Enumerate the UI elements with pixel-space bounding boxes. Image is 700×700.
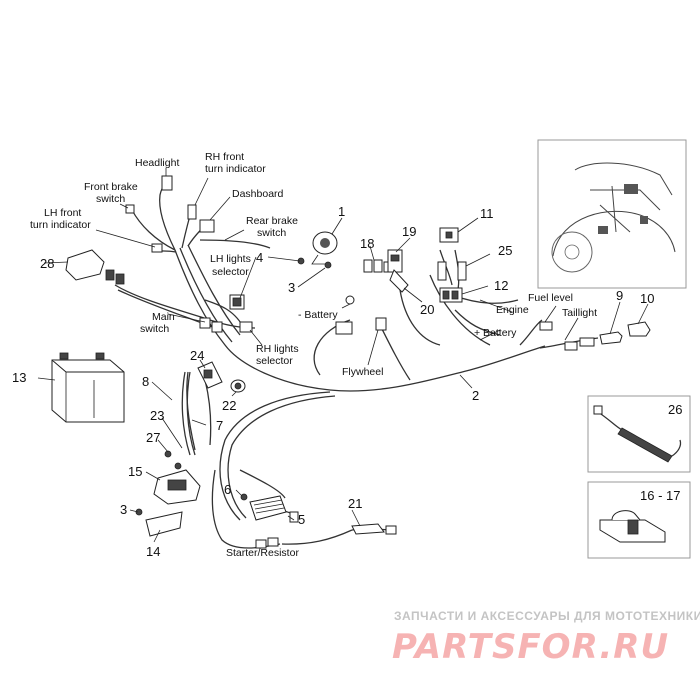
label-fuel-level: Fuel level	[528, 292, 573, 304]
part-number-22: 22	[222, 398, 236, 413]
part-number-18: 18	[360, 236, 374, 251]
label-rear-brake-2: switch	[257, 227, 286, 239]
part-number-23: 23	[150, 408, 164, 423]
hv-lead-part-8	[181, 371, 196, 456]
component-labels: Headlight RH front turn indicator Front …	[30, 151, 597, 559]
part-number-28: 28	[40, 256, 54, 271]
label-main-switch-2: switch	[140, 323, 169, 335]
label-rear-brake-1: Rear brake	[246, 215, 298, 227]
taillight-connector	[564, 337, 595, 351]
label-minus-battery: - Battery	[298, 309, 338, 321]
relay-part-12	[439, 287, 463, 303]
starter-resistor-connector	[255, 537, 279, 549]
label-front-brake-1: Front brake	[84, 181, 138, 193]
part-number-3-upper: 3	[288, 280, 295, 295]
part-26-inset	[587, 395, 691, 473]
part-number-4: 4	[256, 250, 263, 265]
part-number-25: 25	[498, 243, 512, 258]
part-number-13: 13	[12, 370, 26, 385]
part-number-10: 10	[640, 291, 654, 306]
regulator-part-5	[249, 495, 299, 523]
label-rh-front-turn-2: turn indicator	[205, 163, 266, 175]
flywheel-connector	[335, 317, 387, 335]
label-rh-lights-1: RH lights	[256, 343, 299, 355]
rh-lights-selector	[239, 321, 253, 333]
label-taillight: Taillight	[562, 307, 597, 319]
front-brake-connector	[125, 204, 135, 214]
label-starter-resistor: Starter/Resistor	[226, 547, 299, 559]
fuel-level-connector	[539, 321, 553, 331]
watermark: ЗАПЧАСТИ И АКСЕССУАРЫ ДЛЯ МОТОТЕХНИКИ PA…	[392, 609, 700, 667]
part-number-8: 8	[142, 374, 149, 389]
fuse-block-part-18	[363, 259, 391, 273]
label-headlight: Headlight	[135, 157, 179, 169]
part-16-17-inset	[587, 481, 691, 559]
part-number-27: 27	[146, 430, 160, 445]
label-main-switch-1: Main	[152, 311, 175, 323]
bracket-part-14	[145, 511, 183, 537]
motorcycle-inset	[537, 139, 687, 289]
part-number-12: 12	[494, 278, 508, 293]
part-number-5: 5	[298, 512, 305, 527]
label-plus-battery: + Battery	[474, 327, 517, 339]
label-rh-lights-2: selector	[256, 355, 293, 367]
part-number-26: 26	[668, 402, 682, 417]
label-lh-front-turn-1: LH front	[44, 207, 81, 219]
part-number-16-17: 16 - 17	[640, 488, 680, 503]
label-lh-lights-2: selector	[212, 266, 249, 278]
battery-neg-terminal	[345, 295, 355, 305]
label-rh-front-turn-1: RH front	[205, 151, 244, 163]
fuse-holders-part-25	[437, 261, 467, 281]
part-number-19: 19	[402, 224, 416, 239]
part-number-21: 21	[348, 496, 362, 511]
part-number-2: 2	[472, 388, 479, 403]
headlight-connector	[161, 175, 173, 191]
part-number-7: 7	[216, 418, 223, 433]
label-lh-front-turn-2: turn indicator	[30, 219, 91, 231]
part-number-3-lower: 3	[120, 502, 127, 517]
label-front-brake-2: switch	[96, 193, 125, 205]
part-number-20: 20	[420, 302, 434, 317]
regulator-part-11	[439, 227, 459, 243]
dashboard-connector	[199, 219, 215, 233]
part-number-1: 1	[338, 204, 345, 219]
main-switch-connectors	[199, 317, 223, 333]
label-flywheel: Flywheel	[342, 366, 383, 378]
spark-plug-cap-part-24	[197, 361, 223, 389]
part-numbers: 1 2 3 3 4 6 5 7 8 9 10 11 12 13 14 15 16…	[12, 204, 682, 559]
coil-part-15	[153, 469, 201, 505]
watermark-tagline: ЗАПЧАСТИ И АКСЕССУАРЫ ДЛЯ МОТОТЕХНИКИ	[394, 609, 700, 623]
battery-part-13	[51, 352, 125, 423]
rh-front-turn-connector	[187, 204, 197, 220]
part-number-14: 14	[146, 544, 160, 559]
bulb-parts-9-10	[599, 321, 651, 345]
part-number-15: 15	[128, 464, 142, 479]
part-number-9: 9	[616, 288, 623, 303]
cap-part-22	[230, 379, 246, 393]
watermark-brand: PARTSFOR.RU	[392, 627, 669, 667]
screws-parts	[135, 257, 332, 516]
lh-front-turn-connector	[151, 243, 163, 253]
relay-part-19	[387, 249, 409, 293]
lh-lights-selector	[229, 294, 245, 310]
horn-part-1	[311, 231, 338, 265]
label-engine: Engine	[496, 304, 529, 316]
lead-part-21	[351, 523, 397, 535]
label-dashboard: Dashboard	[232, 188, 284, 200]
part-number-11: 11	[480, 206, 494, 221]
connector-part-28	[65, 249, 125, 285]
label-lh-lights-1: LH lights	[210, 253, 251, 265]
part-number-6: 6	[224, 482, 231, 497]
leader-lines	[37, 168, 649, 543]
part-number-24: 24	[190, 348, 204, 363]
